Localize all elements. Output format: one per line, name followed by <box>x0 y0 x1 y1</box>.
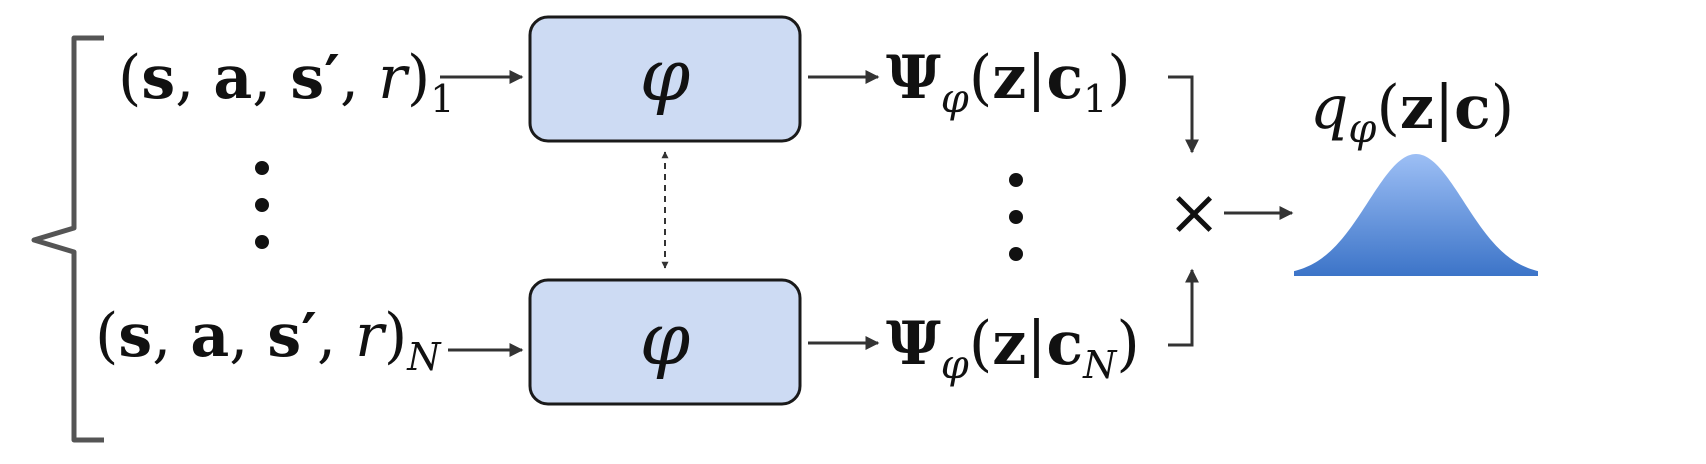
context-bracket <box>31 35 104 443</box>
posterior-label: qφ(z|c) <box>1310 73 1514 152</box>
encoder-box-top <box>528 15 802 143</box>
encoder-label-bottom: φ <box>640 297 691 381</box>
factor-bottom: Ψφ(z|cN) <box>886 309 1140 388</box>
factor-top: Ψφ(z|c1) <box>886 43 1131 122</box>
connector-top-to-product <box>1168 75 1199 154</box>
input-tuple-bottom: (s, a, s′, r)N <box>95 301 442 379</box>
product-symbol: × <box>1167 176 1221 250</box>
encoder-label-top: φ <box>640 33 691 117</box>
ellipsis-dots-left <box>255 161 269 249</box>
connector-bottom-to-product <box>1168 268 1199 347</box>
input-tuple-top: (s, a, s′, r)1 <box>118 43 454 121</box>
gaussian-distribution <box>1294 154 1538 276</box>
encoder-box-bottom <box>528 278 802 406</box>
ellipsis-dots-right <box>1009 173 1023 261</box>
